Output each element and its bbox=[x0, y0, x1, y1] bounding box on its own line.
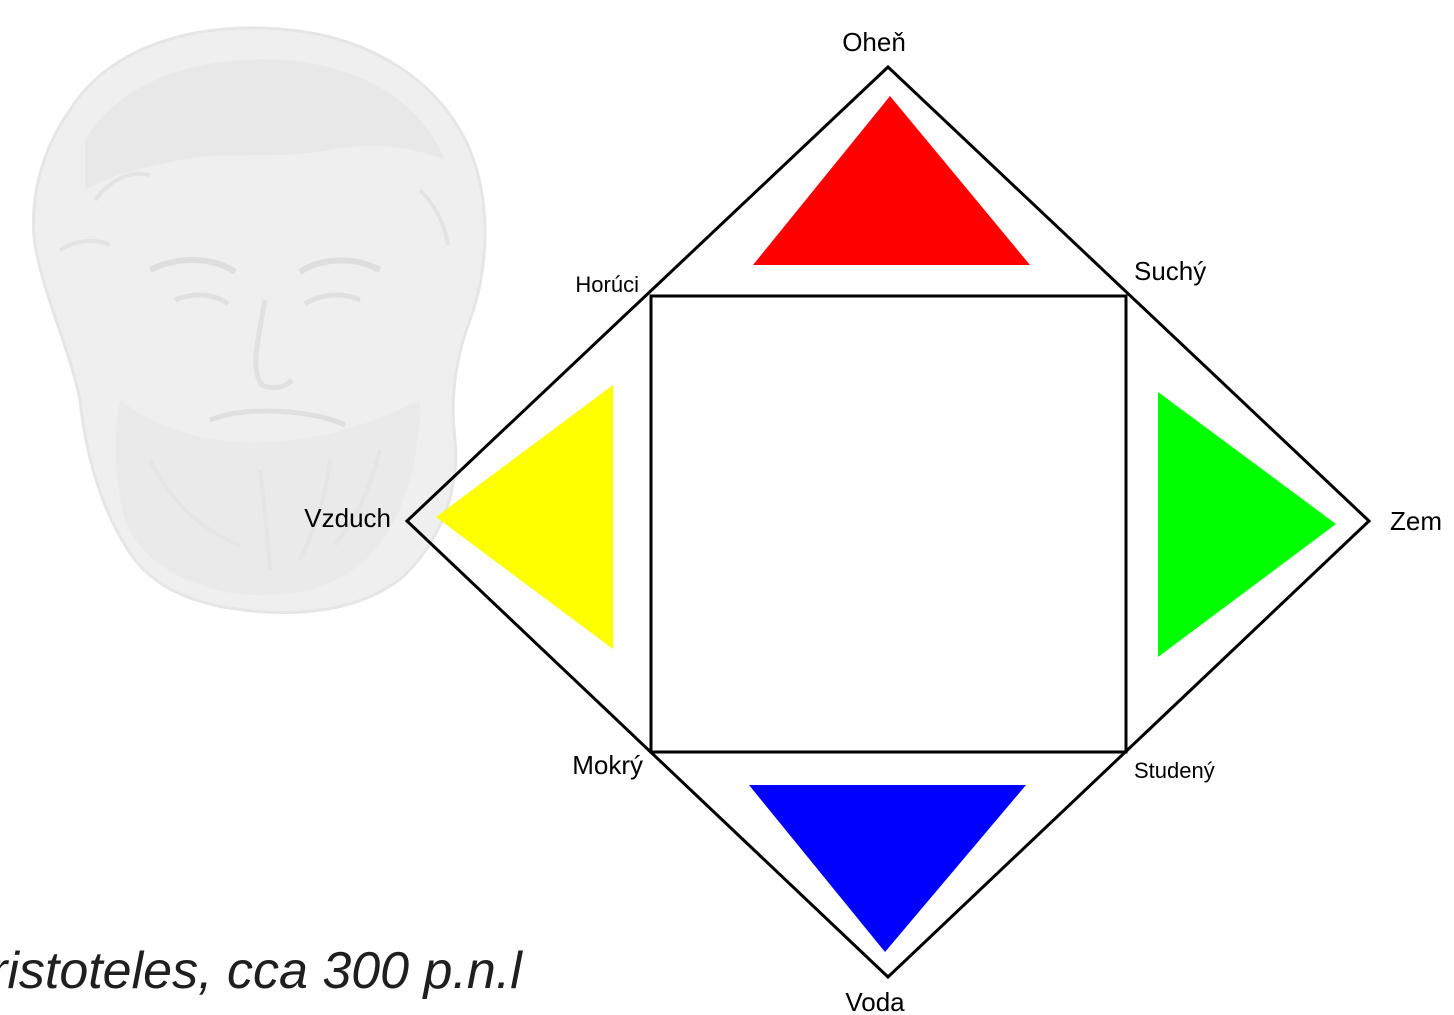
water-triangle bbox=[749, 785, 1026, 952]
aristotle-bust-image bbox=[33, 28, 485, 613]
cold-label: Studený bbox=[1134, 758, 1215, 783]
dry-label: Suchý bbox=[1134, 256, 1206, 286]
hot-label: Horúci bbox=[575, 272, 639, 297]
fire-label: Oheň bbox=[842, 27, 906, 57]
wet-label: Mokrý bbox=[572, 750, 643, 780]
air-label: Vzduch bbox=[304, 503, 391, 533]
earth-triangle bbox=[1158, 392, 1336, 657]
earth-label: Zem bbox=[1390, 506, 1442, 536]
fire-triangle bbox=[753, 96, 1030, 265]
air-triangle bbox=[436, 385, 613, 649]
water-label: Voda bbox=[845, 987, 905, 1015]
caption-text: ristoteles, cca 300 p.n.l bbox=[0, 945, 522, 997]
inner-square bbox=[651, 296, 1126, 752]
